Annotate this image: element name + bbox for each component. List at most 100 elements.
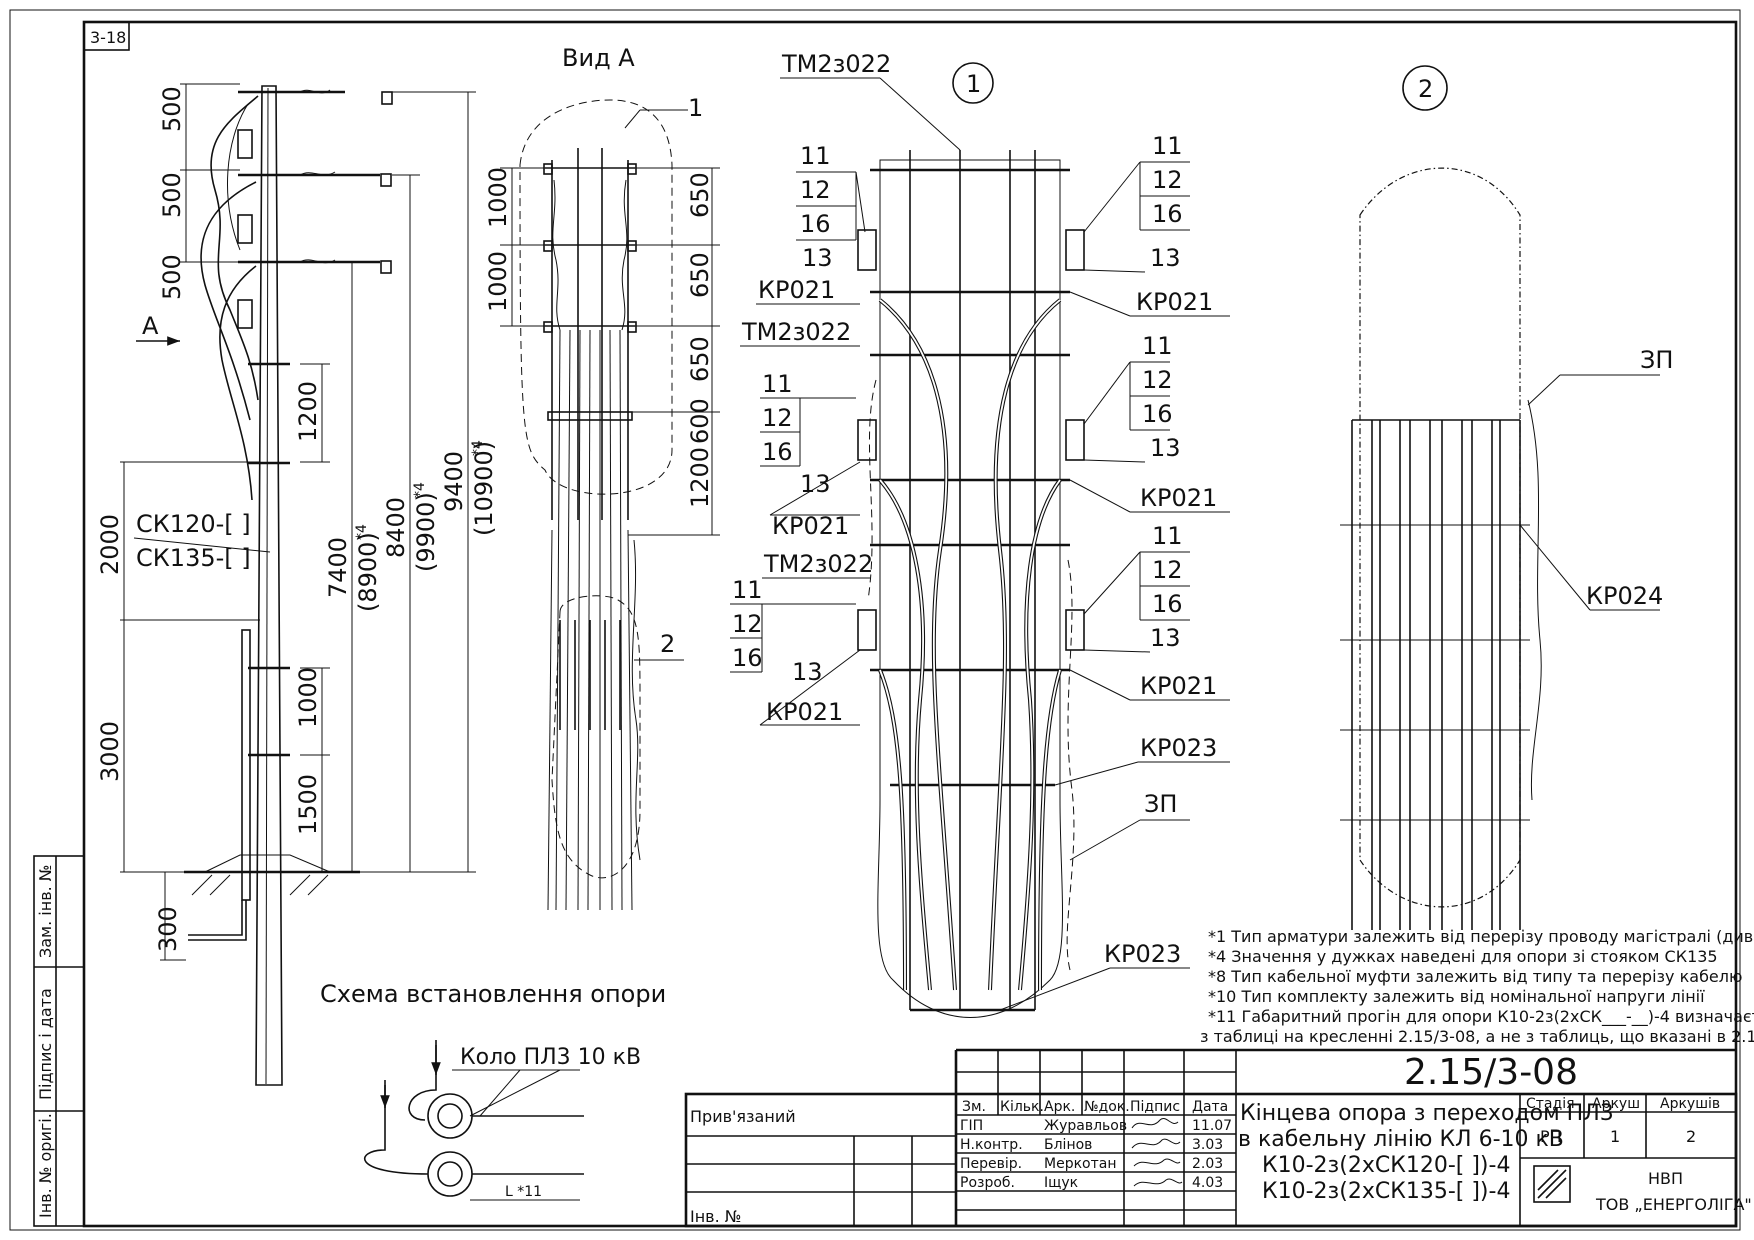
title-row-name-rozrob: Іщук (1044, 1175, 1078, 1191)
scheme-span-label: L *11 (505, 1184, 542, 1200)
pole-dim-300: 300 (154, 906, 182, 952)
title-row-date-rozrob: 4.03 (1192, 1175, 1223, 1191)
title-line-2: в кабельну лінію КЛ 6-10 кВ (1238, 1127, 1564, 1152)
title-sheet: 1 (1610, 1127, 1620, 1146)
view-a-dim-1200: 1200 (686, 447, 714, 508)
title-row-name-gip: Журавльов (1044, 1118, 1127, 1134)
detail-2-kr024: КР024 (1586, 582, 1663, 610)
title-org-2: ТОВ „ЕНЕРГОЛІГА" (1595, 1195, 1752, 1214)
title-row-role-perevir: Перевір. (960, 1156, 1022, 1172)
pole-cable-label-ck135: СК135-[ ] (136, 544, 251, 572)
detail-1-circle (952, 62, 994, 104)
pole-dim-note-4-b: *4 (412, 482, 428, 498)
installation-scheme: Схема встановлення опори Коло ПЛ3 10 кВ … (320, 980, 666, 1201)
corner-label-box (83, 21, 130, 51)
title-header-ndok: №док. (1084, 1099, 1130, 1115)
detail-1-tm-top: ТМ2з022 (781, 50, 891, 78)
title-header-data: Дата (1192, 1099, 1228, 1115)
pole-dim-10900: (10900) (470, 441, 498, 536)
scheme-title: Схема встановлення опори (320, 980, 666, 1008)
side-stamp-zam-inv: Зам. інв. № (36, 865, 55, 958)
detail-1-n12-d: 12 (1142, 366, 1173, 394)
detail-1: 1 (730, 50, 1230, 1018)
detail-1-n12-c: 12 (762, 404, 793, 432)
notes: *1 Тип арматури залежить від перерізу пр… (1200, 927, 1754, 1046)
title-header-kilk: Кільк. (1000, 1099, 1044, 1115)
title-row-date-perevir: 2.03 (1192, 1156, 1223, 1172)
pole-dim-500-a: 500 (158, 86, 186, 132)
side-stamp: Зам. інв. № Підпис і дата Інв. № оригі. (33, 855, 85, 1227)
title-row-role-nkontr: Н.контр. (960, 1137, 1023, 1153)
pole-side-view: 500 500 500 1200 2000 1000 3000 1500 300… (96, 83, 498, 1086)
pole-dim-8900: (8900) (354, 532, 382, 612)
pole-dim-2000: 2000 (96, 514, 124, 575)
detail-1-n13-e: 13 (792, 658, 823, 686)
detail-1-n12-a: 12 (800, 176, 831, 204)
detail-1-n13-a: 13 (802, 244, 833, 272)
note-1: *1 Тип арматури залежить від перерізу пр… (1208, 927, 1754, 946)
title-row-name-nkontr: Блінов (1044, 1137, 1092, 1153)
signature-4 (1133, 1178, 1183, 1187)
title-row-role-gip: ГІП (960, 1118, 983, 1134)
detail-1-n11-f: 11 (1152, 522, 1183, 550)
view-a-callout-1: 1 (688, 94, 703, 122)
detail-1-n13-d: 13 (1150, 434, 1181, 462)
pole-dim-500-c: 500 (158, 254, 186, 300)
detail-2-circle (1402, 65, 1448, 111)
detail-1-n12-b: 12 (1152, 166, 1183, 194)
note-4: *4 Значення у дужках наведені для опори … (1208, 947, 1718, 966)
title-inv-no: Інв. № (690, 1207, 741, 1226)
signature-1 (1131, 1118, 1179, 1129)
corner-label: 3-18 (90, 28, 126, 47)
view-a-dim-650-a: 650 (686, 172, 714, 218)
pole-dim-1000: 1000 (294, 667, 322, 728)
title-stage: РП (1540, 1127, 1562, 1146)
outer-frame (9, 9, 1741, 1231)
pole-dim-note-4-a: *4 (354, 524, 370, 540)
pole-dim-note-4-c: *4 (470, 440, 486, 456)
view-a-title: Вид А (562, 44, 635, 72)
detail-1-n13-b: 13 (1150, 244, 1181, 272)
title-sheet-header: Аркуш (1592, 1096, 1640, 1112)
side-stamp-pidpys-data: Підпис і дата (36, 988, 55, 1100)
detail-1-kr023-a: КР023 (1140, 734, 1217, 762)
title-line-1: Кінцева опора з переходом ПЛ3 (1240, 1101, 1614, 1126)
view-a-dim-650-c: 650 (686, 336, 714, 382)
title-line-4: К10-2з(2хСК135-[ ])-4 (1262, 1179, 1510, 1204)
detail-1-n11-b: 11 (1152, 132, 1183, 160)
view-a-callout-2: 2 (660, 630, 675, 658)
detail-1-n16-b: 16 (1152, 200, 1183, 228)
pole-dim-1500: 1500 (294, 774, 322, 835)
detail-1-tm-mid: ТМ2з022 (741, 318, 851, 346)
view-a-dim-600: 600 (686, 398, 714, 444)
pole-dim-9400: 9400 (440, 451, 468, 512)
title-org-1: НВП (1648, 1169, 1683, 1188)
title-stage-header: Стадія (1526, 1096, 1575, 1112)
detail-1-kr021-e: КР021 (766, 698, 843, 726)
detail-1-zp: ЗП (1144, 790, 1177, 818)
detail-1-kr023-b: КР023 (1104, 940, 1181, 968)
title-row-date-gip: 11.07 (1192, 1118, 1232, 1134)
detail-1-n11-e: 11 (732, 576, 763, 604)
pole-dim-3000: 3000 (96, 721, 124, 782)
title-prybyazanyi: Прив'язаний (690, 1107, 796, 1126)
title-block: Прив'язаний Інв. № Зм. Кільк. Арк. №док.… (684, 1048, 1752, 1228)
detail-1-n13-c: 13 (800, 470, 831, 498)
detail-1-kr021-f: КР021 (1140, 672, 1217, 700)
side-stamp-inv-orig: Інв. № оригі. (36, 1113, 55, 1218)
detail-1-kr021-c: КР021 (772, 512, 849, 540)
note-8: *8 Тип кабельної муфти залежить від типу… (1208, 967, 1742, 986)
detail-1-n11-c: 11 (762, 370, 793, 398)
detail-1-n11-a: 11 (800, 142, 831, 170)
note-10: *10 Тип комплекту залежить від номінальн… (1208, 987, 1705, 1006)
note-11: *11 Габаритний прогін для опори К10-2з(2… (1208, 1007, 1754, 1027)
title-sheets: 2 (1686, 1127, 1696, 1146)
pole-cable-label-ck120: СК120-[ ] (136, 510, 251, 538)
pole-dim-8400: 8400 (382, 497, 410, 558)
note-11-cont: з таблиці на кресленні 2.15/3-08, а не з… (1200, 1027, 1754, 1046)
title-header-ark: Арк. (1044, 1099, 1075, 1115)
title-row-date-nkontr: 3.03 (1192, 1137, 1223, 1153)
detail-1-n12-e: 12 (732, 610, 763, 638)
detail-1-n16-a: 16 (800, 210, 831, 238)
